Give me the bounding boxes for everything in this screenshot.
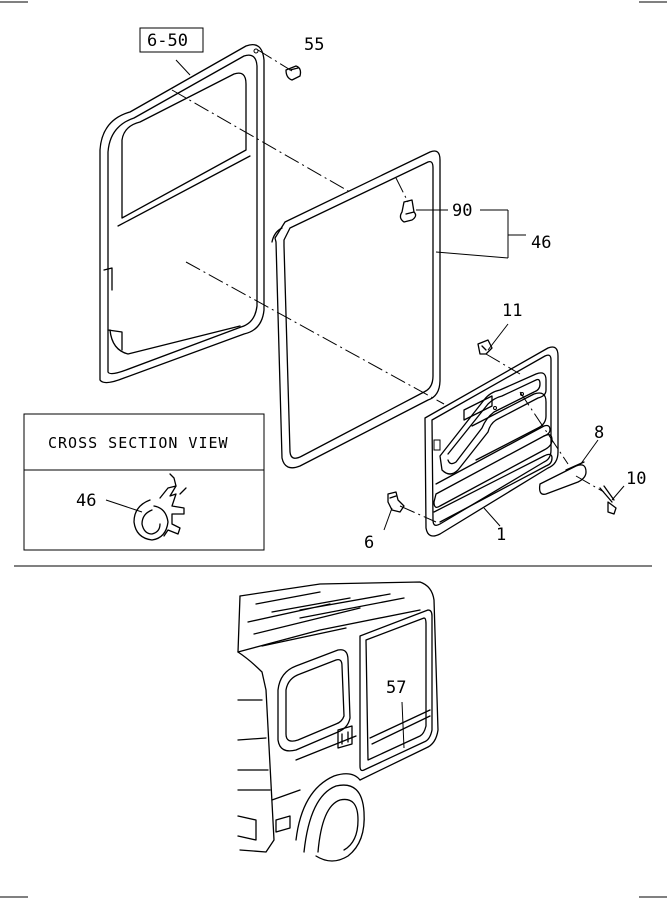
callout-55[interactable]: 55 xyxy=(304,35,324,55)
rear-door-outer-drawing xyxy=(99,43,265,384)
callout-10[interactable]: 10 xyxy=(626,469,646,489)
reference-label[interactable]: 6-50 xyxy=(147,31,188,51)
cross-section-callout-46[interactable]: 46 xyxy=(76,491,96,511)
callout-57[interactable]: 57 xyxy=(386,678,406,698)
callout-6[interactable]: 6 xyxy=(364,533,374,553)
callout-46[interactable]: 46 xyxy=(531,233,551,253)
fasteners-drawing xyxy=(285,65,617,515)
reference-box xyxy=(139,27,204,53)
callout-11[interactable]: 11 xyxy=(502,301,522,321)
cross-section-view: CROSS SECTION VIEW 46 xyxy=(23,413,265,551)
callout-90[interactable]: 90 xyxy=(452,201,472,221)
door-trim-panel-drawing xyxy=(424,346,559,537)
weatherstrip-seal-drawing xyxy=(271,150,441,469)
cross-section-title: CROSS SECTION VIEW xyxy=(48,434,229,452)
leader-lines xyxy=(171,49,625,531)
callout-8[interactable]: 8 xyxy=(594,423,604,443)
truck-illustration xyxy=(237,581,439,862)
callout-1[interactable]: 1 xyxy=(496,525,506,545)
